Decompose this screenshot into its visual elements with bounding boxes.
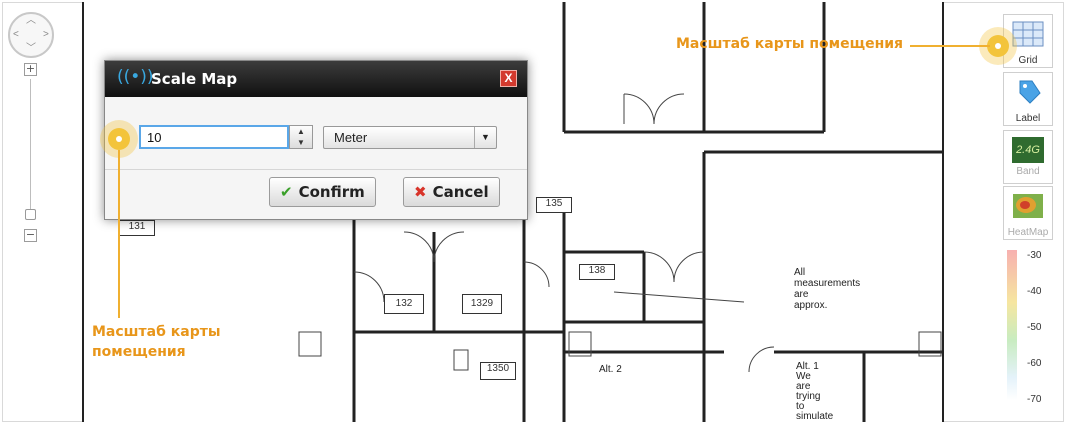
zoom-in-button[interactable]: + [24,62,37,76]
tag-icon [1019,80,1041,104]
band-icon: 2.4G [1012,137,1044,163]
grid-icon [1012,21,1044,47]
label-tool-button[interactable]: Label [1003,72,1053,126]
room-label: 135 [536,197,572,213]
band-tool-button[interactable]: 2.4G Band [1003,130,1053,184]
floor-plan-drawing [298,2,942,422]
dialog-header: ((•)) Scale Map X [105,61,527,97]
room-label: 1350 [480,362,516,380]
pan-control[interactable]: ︿ ﹀ < > [8,12,54,58]
legend-tick: -30 [1027,250,1042,261]
legend-tick: -70 [1027,394,1042,405]
stepper-up-icon[interactable]: ▲ [297,127,305,136]
scale-value-input[interactable]: 10 [139,125,289,149]
close-button[interactable]: X [500,70,517,87]
grid-hotspot-marker [987,35,1009,57]
grid-label: Grid [1018,55,1038,66]
zoom-slider-thumb[interactable] [25,209,36,220]
legend-tick: -50 [1027,322,1042,333]
stepper-down-icon[interactable]: ▼ [297,138,305,147]
band-label: Band [1016,166,1040,177]
confirm-button[interactable]: ✔ Confirm [269,177,376,207]
unit-select[interactable]: Meter ▼ [323,126,497,149]
chevron-down-icon: ▼ [474,127,496,148]
pan-left-icon[interactable]: < [13,29,19,40]
scale-value-stepper[interactable]: ▲ ▼ [289,125,313,149]
dialog-divider [105,169,527,170]
zoom-out-button[interactable]: − [24,228,37,242]
pan-up-icon[interactable]: ︿ [26,15,36,26]
alt1-note: Alt. 1 We are trying to simulate [796,361,834,422]
grid-tool-button[interactable]: Grid [1003,14,1053,68]
signal-legend-gradient [1007,250,1017,400]
room-label: 131 [119,220,155,236]
callout-line [118,150,120,318]
cancel-label: Cancel [432,183,489,201]
pan-down-icon[interactable]: ﹀ [26,43,36,54]
cancel-button[interactable]: ✖ Cancel [403,177,500,207]
heatmap-tool-button[interactable]: HeatMap [1003,186,1053,240]
alt2-note: Alt. 2 [599,364,622,375]
scale-map-dialog: ((•)) Scale Map X 10 ▲ ▼ Meter ▼ ✔ Confir… [104,60,528,220]
room-label: 132 [384,294,424,314]
room-label: 1329 [462,294,502,314]
label-label: Label [1015,113,1041,124]
confirm-label: Confirm [298,183,365,201]
input-callout-text: Масштаб карты помещения [92,324,221,360]
room-label: 138 [579,264,615,280]
unit-select-value: Meter [334,130,368,145]
zoom-slider-track[interactable] [30,79,31,214]
heatmap-label: HeatMap [1007,227,1049,238]
antenna-icon: ((•)) [117,67,154,87]
heatmap-icon [1013,194,1043,218]
legend-tick: -40 [1027,286,1042,297]
input-hotspot-marker [108,128,130,150]
checkmark-icon: ✔ [280,183,293,201]
x-icon: ✖ [414,183,427,201]
callout-line [910,45,990,47]
grid-callout-text: Масштаб карты помещения [676,36,904,52]
measurement-note: All measurements are approx. [794,267,861,311]
pan-right-icon[interactable]: > [43,29,49,40]
legend-tick: -60 [1027,358,1042,369]
dialog-title: Scale Map [151,70,238,88]
